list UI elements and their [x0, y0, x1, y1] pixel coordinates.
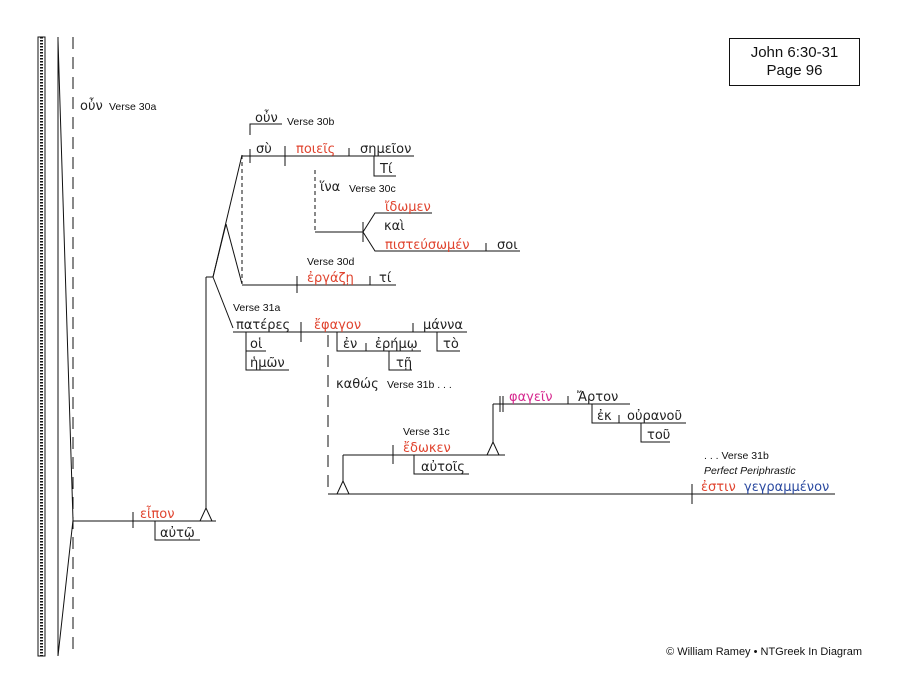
ti-a-line: [373, 156, 396, 177]
word-edoken: ἔδωκεν: [403, 441, 451, 456]
object-pedestal-31c: [486, 440, 500, 456]
word-kathos: καθώς: [336, 377, 379, 392]
word-autois: αὐτοῖς: [421, 460, 465, 475]
word-ephagon: ἔφαγον: [314, 318, 361, 333]
word-idomen: ἴδωμεν: [385, 200, 431, 215]
word-oun-a: οὖν: [80, 98, 103, 114]
label-perfect-periphrastic: Perfect Periphrastic: [704, 465, 796, 477]
word-ek: ἐκ: [597, 409, 612, 424]
label-verse-30a: Verse 30a: [109, 101, 156, 113]
word-te: τῇ: [396, 356, 412, 371]
label-verse-30c: Verse 30c: [349, 183, 396, 195]
word-gegrammenon: γεγραμμένον: [744, 480, 829, 495]
label-verse-31c: Verse 31c: [403, 426, 450, 438]
word-arton: Ἄρτον: [577, 390, 618, 405]
prep-en-line: [336, 332, 421, 352]
copyright-notice: © William Ramey • NTGreek In Diagram: [666, 646, 862, 658]
label-verse-31b-ref: Verse 31b . . .: [387, 379, 452, 391]
to-line: [436, 332, 460, 352]
word-to: τὸ: [443, 337, 459, 352]
subject-pedestal-31b: [336, 479, 350, 495]
word-su: σὺ: [256, 142, 272, 157]
compound-upper: [362, 212, 432, 233]
label-verse-31b: . . . Verse 31b: [704, 450, 769, 462]
word-ti-b: τί: [379, 271, 392, 286]
label-verse-30d: Verse 30d: [307, 256, 354, 268]
word-soi: σοι: [497, 238, 518, 253]
hemon-line: [245, 351, 289, 371]
page-number: Page 96: [766, 62, 823, 79]
te-line: [388, 351, 412, 371]
word-hoi: οἱ: [250, 337, 262, 352]
oun-b-line: [249, 123, 282, 135]
object-pedestal: [199, 506, 213, 522]
word-ergaze: ἐργάζῃ: [307, 271, 354, 286]
word-manna: μάννα: [423, 318, 463, 333]
label-verse-31a: Verse 31a: [233, 302, 280, 314]
reference-box: John 6:30-31 Page 96: [729, 38, 860, 86]
prep-ek-line: [591, 404, 686, 424]
branch-mid: [212, 223, 227, 278]
compound-lower: [362, 231, 520, 252]
word-en: ἐν: [343, 337, 357, 352]
word-auto: αὐτῷ: [160, 526, 195, 541]
word-hina: ἵνα: [319, 180, 340, 195]
branch-to-31a: [212, 276, 234, 329]
tou-line: [640, 423, 670, 443]
word-phagein: φαγεῖν: [509, 390, 553, 405]
autois-line: [413, 455, 469, 475]
word-ouranou: οὐρανοῦ: [627, 409, 682, 424]
word-oun-b: οὖν: [255, 110, 278, 126]
indirect-object-line: [154, 521, 200, 541]
word-pateres: πατέρες: [236, 318, 290, 333]
word-hemon: ἡμῶν: [250, 356, 285, 371]
word-tou: τοῦ: [647, 428, 670, 443]
word-eremo: ἐρήμῳ: [375, 337, 418, 352]
word-eipon: εἶπον: [140, 506, 174, 522]
word-poieis: ποιεῖς: [296, 142, 335, 157]
word-pisteusomen: πιστεύσωμέν: [385, 238, 470, 253]
label-verse-30b: Verse 30b: [287, 116, 334, 128]
word-semeion: σημεῖον: [360, 142, 411, 157]
margin-bracket: [57, 39, 74, 657]
branch-to-30d: [225, 223, 243, 285]
word-estin: ἐστιν: [701, 480, 736, 495]
word-kai: καὶ: [384, 219, 405, 234]
word-ti-a: Τί: [379, 162, 393, 177]
reference-title: John 6:30-31: [750, 44, 839, 61]
